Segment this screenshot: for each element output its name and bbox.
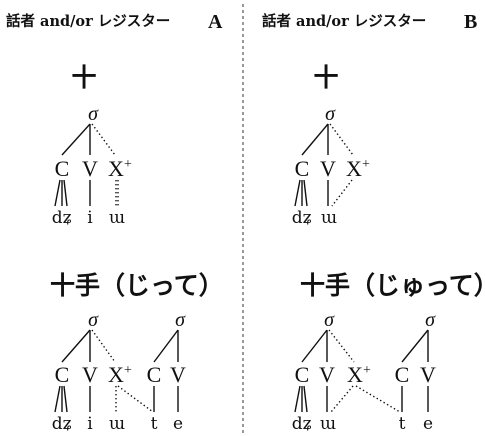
branch-sigma-c <box>61 123 91 156</box>
branch-s2-c <box>153 329 179 363</box>
seg-u: ɯ <box>109 208 125 228</box>
link-x-seg <box>331 179 353 207</box>
node-c2: C <box>147 362 162 387</box>
node-c1: C <box>55 362 70 387</box>
link-c1-seg-l <box>54 385 61 413</box>
panel-a-word1: 十 σ C V X + dʑ i ɯ <box>52 63 132 228</box>
link-c-seg-l <box>54 179 61 207</box>
node-v: V <box>82 156 98 181</box>
node-x1-plus: + <box>124 363 132 378</box>
branch-s1-c <box>61 329 91 363</box>
panel-b: 話者 and/or レジスター B 十 σ C V X + dʑ ɯ 十手（じゅ… <box>262 11 485 434</box>
seg-i: i <box>87 414 93 434</box>
node-c: C <box>295 156 310 181</box>
link-x1-t <box>117 385 154 413</box>
node-x-plus: + <box>362 157 370 172</box>
link-x1-seg <box>330 385 354 413</box>
node-x1: X <box>347 362 363 387</box>
branch-s1-x <box>328 329 355 363</box>
node-v2: V <box>170 362 186 387</box>
link-c-seg-r <box>63 179 68 207</box>
panel-a-word2-sigma1: σ <box>88 309 99 331</box>
link-c1-seg-r <box>63 385 68 413</box>
branch-sigma-x <box>329 123 354 156</box>
panel-b-word1-label: 十 <box>313 63 338 92</box>
link-c1-seg-l <box>294 385 301 413</box>
panel-b-header-letter: B <box>464 11 477 33</box>
seg-t: t <box>399 414 406 434</box>
seg-u: ɯ <box>320 414 336 434</box>
link-c1-seg-r <box>303 385 308 413</box>
link-x1-t <box>355 385 401 413</box>
node-c1: C <box>295 362 310 387</box>
branch-s1-c <box>301 329 328 363</box>
seg-e: e <box>173 414 183 434</box>
node-x1-plus: + <box>363 363 371 378</box>
branch-s1-x <box>91 329 116 363</box>
node-v2: V <box>420 362 436 387</box>
seg-dz: dʑ <box>52 414 72 434</box>
panel-a-word2: 十手（じって） σ σ C V X + C V dʑ i ɯ t <box>50 271 224 434</box>
seg-t: t <box>151 414 158 434</box>
node-v1: V <box>82 362 98 387</box>
seg-u: ɯ <box>109 414 125 434</box>
seg-dz: dʑ <box>52 208 72 228</box>
panel-a: 話者 and/or レジスター A 十 σ C V X + dʑ i ɯ 十手（… <box>6 11 224 434</box>
panel-b-word1-sigma: σ <box>325 103 336 125</box>
seg-i: i <box>87 208 93 228</box>
panel-a-header: 話者 and/or レジスター <box>6 12 170 30</box>
seg-u: ɯ <box>321 208 337 228</box>
panel-b-word2-sigma2: σ <box>425 309 436 331</box>
seg-e: e <box>423 414 433 434</box>
panel-a-header-letter: A <box>208 11 223 33</box>
node-v: V <box>320 156 336 181</box>
panel-a-word1-sigma: σ <box>88 103 99 125</box>
branch-sigma-c <box>301 123 329 156</box>
panel-a-word2-sigma2: σ <box>175 309 186 331</box>
node-x: X <box>108 156 124 181</box>
link-c-seg-r <box>303 179 308 207</box>
node-x-plus: + <box>124 157 132 172</box>
panel-b-word2: 十手（じゅって） σ σ C V X + C V dʑ ɯ t e <box>292 271 485 434</box>
panel-b-word2-label: 十手（じゅって） <box>300 271 485 300</box>
node-x: X <box>346 156 362 181</box>
panel-b-word2-sigma1: σ <box>324 309 335 331</box>
node-c: C <box>55 156 70 181</box>
seg-dz: dʑ <box>292 208 312 228</box>
link-c-seg-l <box>294 179 301 207</box>
node-x1: X <box>108 362 124 387</box>
panel-b-header: 話者 and/or レジスター <box>262 12 426 30</box>
node-v1: V <box>319 362 335 387</box>
seg-dz: dʑ <box>292 414 312 434</box>
panel-b-word1: 十 σ C V X + dʑ ɯ <box>292 63 370 228</box>
panel-a-word2-label: 十手（じって） <box>50 271 224 300</box>
panel-a-word1-label: 十 <box>71 63 96 92</box>
branch-s2-c <box>401 329 429 363</box>
node-c2: C <box>395 362 410 387</box>
branch-sigma-x <box>91 123 116 156</box>
